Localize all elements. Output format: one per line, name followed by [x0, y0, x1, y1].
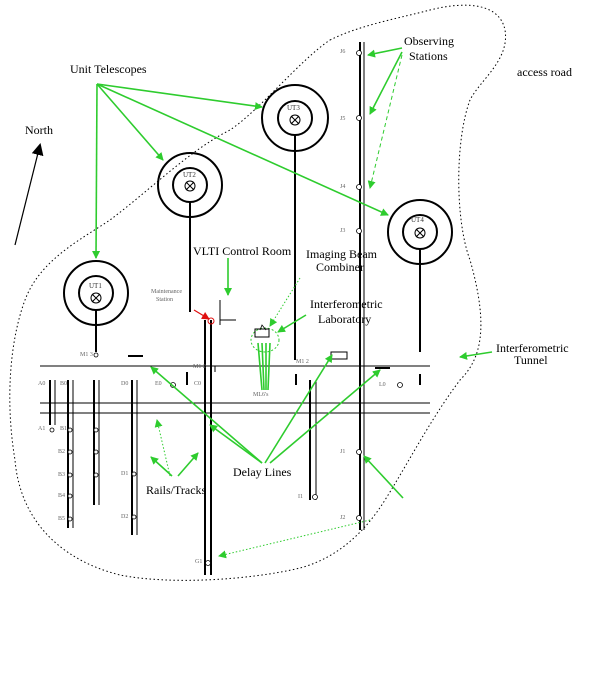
imaging-beam-combiner-label-1: Imaging Beam: [306, 247, 378, 261]
station-j2: J2: [340, 515, 345, 521]
station-m14: M1 2: [296, 359, 309, 365]
telescope-ut4: UT4: [387, 199, 453, 352]
station-a0: A0: [38, 381, 45, 387]
station-markers: [128, 355, 421, 385]
ut2-label: UT2: [183, 171, 196, 179]
ut1-label: UT1: [89, 282, 102, 290]
telescope-ut1: UT1: [63, 260, 129, 352]
interferometric-laboratory: [250, 324, 348, 360]
delay-lines-label: Delay Lines: [233, 465, 292, 479]
telescope-ut2: UT2: [157, 152, 223, 312]
interferometric-tunnel-label-2: Tunnel: [514, 353, 548, 367]
station-g1: G1: [195, 559, 202, 565]
station-m13: M1 3: [80, 352, 93, 358]
station-m12: M1 2: [193, 364, 206, 370]
interferometric-laboratory-label-2: Laboratory: [318, 312, 371, 326]
station-c0: C0: [194, 381, 201, 387]
station-j1: J1: [340, 449, 345, 455]
annotation-arrows: [92, 47, 493, 559]
imaging-beam-combiner-label-2: Combiner: [316, 260, 364, 274]
unit-telescopes-label: Unit Telescopes: [70, 62, 147, 76]
station-j5: J5: [340, 116, 345, 122]
station-e0: E0: [155, 381, 162, 387]
station-d2: D2: [121, 514, 128, 520]
interferometric-laboratory-label-1: Interferometric: [310, 297, 383, 311]
maintenance-arrow: [193, 309, 210, 320]
station-b0: B0: [60, 381, 67, 387]
station-b5: B5: [58, 516, 65, 522]
station-j3: J3: [340, 228, 345, 234]
access-road-label: access road: [517, 65, 572, 79]
station-b1: B1: [60, 426, 67, 432]
ut4-label: UT4: [411, 216, 424, 224]
rail-station-labels: A0 B0 D0 E0 C0 A1 B1 B2 B3 B4 B5 D1 D2 G…: [38, 352, 386, 565]
rails-group-left: [49, 300, 317, 575]
station-j6: J6: [340, 49, 345, 55]
maintenance-label-1: Maintenance: [151, 289, 182, 295]
maintenance-station-marker: [207, 317, 215, 325]
rails-tracks-label: Rails/Tracks: [146, 483, 207, 497]
station-i1: I1: [298, 494, 303, 500]
station-b3: B3: [58, 472, 65, 478]
maintenance-label-2: Station: [156, 297, 173, 303]
station-d1: D1: [121, 471, 128, 477]
station-d0: D0: [121, 381, 128, 387]
observing-stations-label-2: Stations: [409, 49, 448, 63]
station-j4: J4: [340, 184, 345, 190]
j-track: J6 J5 J4 J3 J1 J2: [340, 42, 365, 530]
station-b4: B4: [58, 493, 65, 499]
station-b2: B2: [58, 449, 65, 455]
north-indicator: North: [14, 123, 53, 246]
vlti-control-room-label: VLTI Control Room: [193, 244, 292, 258]
rail-station-dots: [49, 352, 403, 566]
observing-stations-label-1: Observing: [404, 34, 454, 48]
station-a1: A1: [38, 426, 45, 432]
interferometric-tunnel-label-1: Interferometric: [496, 341, 569, 355]
ut3-label: UT3: [287, 104, 300, 112]
station-l0: L0: [379, 382, 386, 388]
site-boundary: [9, 4, 507, 581]
ml6s-label: ML6's: [253, 392, 269, 398]
north-label: North: [25, 123, 53, 137]
